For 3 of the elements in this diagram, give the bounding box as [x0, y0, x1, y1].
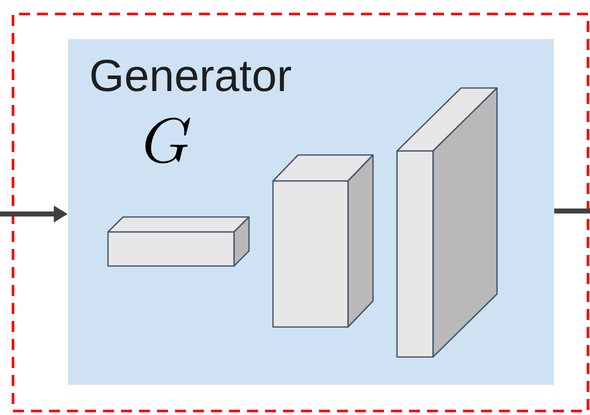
generator-symbol: $G$ — [145, 118, 190, 164]
dashed-frame — [12, 12, 590, 412]
panel-title: Generator — [91, 60, 292, 92]
